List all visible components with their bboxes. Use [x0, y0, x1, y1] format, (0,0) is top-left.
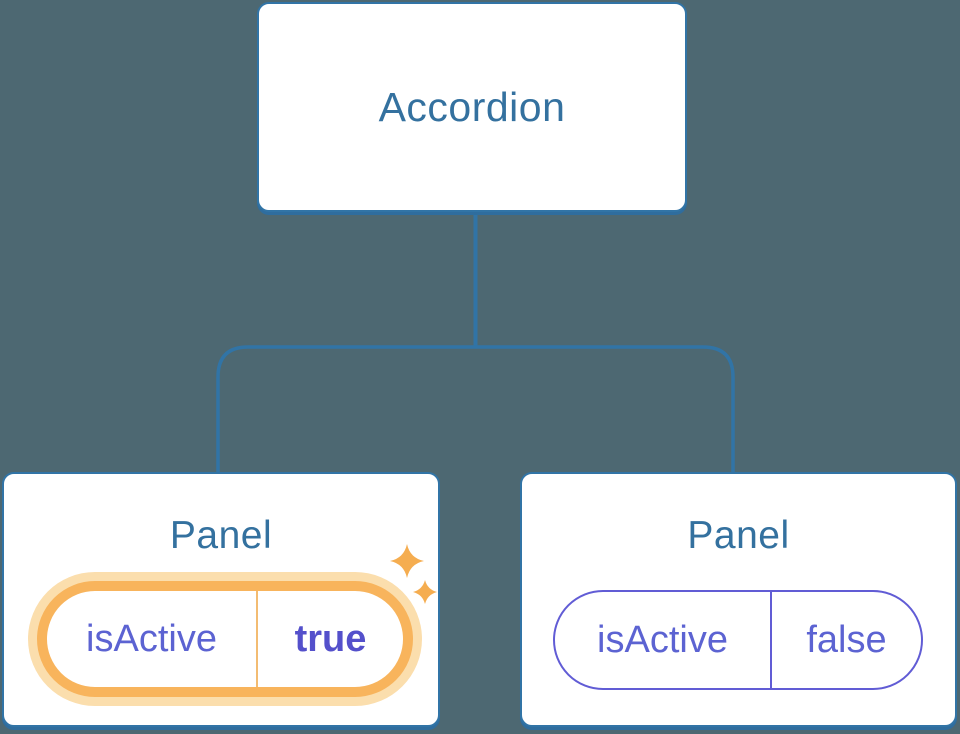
panel-node-active: Panel isActive true: [2, 472, 440, 727]
state-name-label: isActive: [86, 617, 217, 660]
sparkle-large: [390, 544, 424, 578]
panel-node-inactive: Panel isActive false: [520, 472, 957, 727]
pill-divider: [256, 591, 258, 687]
state-name-cell: isActive: [47, 591, 256, 687]
state-pill-inactive: isActive false: [553, 590, 923, 690]
state-pill-active: isActive true: [37, 581, 413, 697]
sparkles-icon: [390, 544, 437, 604]
state-name-cell: isActive: [555, 592, 770, 688]
branch-line: [216, 345, 735, 473]
pill-divider: [770, 592, 772, 688]
state-value-label: true: [294, 617, 367, 660]
state-value-cell: true: [258, 591, 403, 687]
state-value-label: false: [806, 618, 887, 661]
state-value-cell: false: [772, 592, 921, 688]
panel-title: Panel: [169, 514, 273, 557]
sparkle-small: [413, 580, 437, 604]
accordion-title: Accordion: [378, 83, 566, 130]
accordion-node: Accordion: [257, 2, 687, 212]
state-name-label: isActive: [597, 618, 728, 661]
panel-title: Panel: [687, 514, 790, 557]
